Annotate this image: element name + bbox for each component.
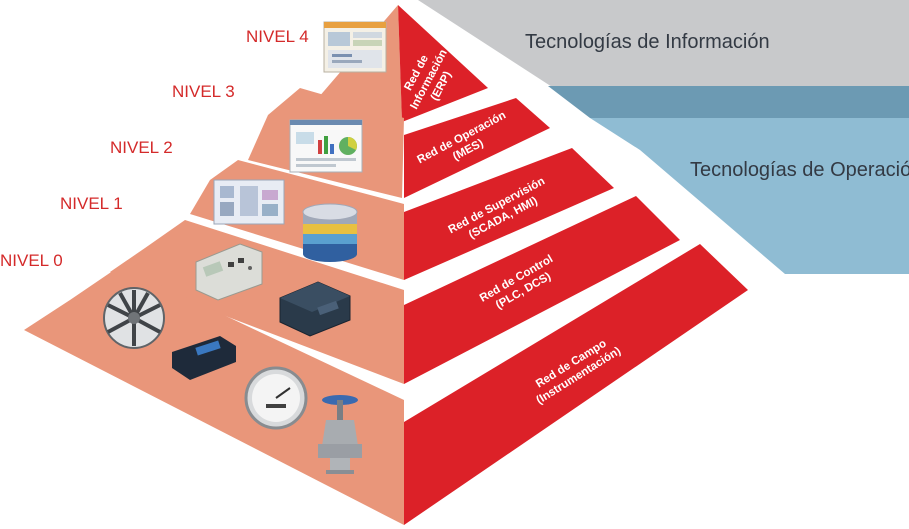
scada-screen-and-database-icon xyxy=(213,179,358,262)
valve-icon xyxy=(318,395,362,474)
it-band xyxy=(418,0,909,118)
level4-label: NIVEL 4 xyxy=(246,27,309,46)
level2-label: NIVEL 2 xyxy=(110,138,173,157)
level0-label: NIVEL 0 xyxy=(0,251,63,270)
flow-meter-icon xyxy=(172,336,236,380)
level0-right-face xyxy=(404,244,748,525)
level2-right-face xyxy=(404,148,614,280)
level3-right-face xyxy=(404,98,550,198)
level1-left-face xyxy=(110,220,404,384)
ot-band xyxy=(590,118,909,274)
ot-band-dark xyxy=(548,86,909,118)
plc-controller-icon xyxy=(195,243,351,337)
level1-right-face xyxy=(404,196,680,384)
turbine-icon xyxy=(103,287,165,349)
level3-label: NIVEL 3 xyxy=(172,82,235,101)
level4-right-face xyxy=(398,5,488,122)
field-instruments-icon xyxy=(103,287,362,474)
pressure-gauge-icon xyxy=(244,366,308,430)
level1-label: NIVEL 1 xyxy=(60,194,123,213)
erp-software-screenshot-icon xyxy=(323,21,387,73)
mes-dashboard-screenshot-icon xyxy=(289,119,363,173)
ot-band-label: Tecnologías de Operación xyxy=(690,159,909,181)
it-band-label: Tecnologías de Información xyxy=(525,31,770,53)
